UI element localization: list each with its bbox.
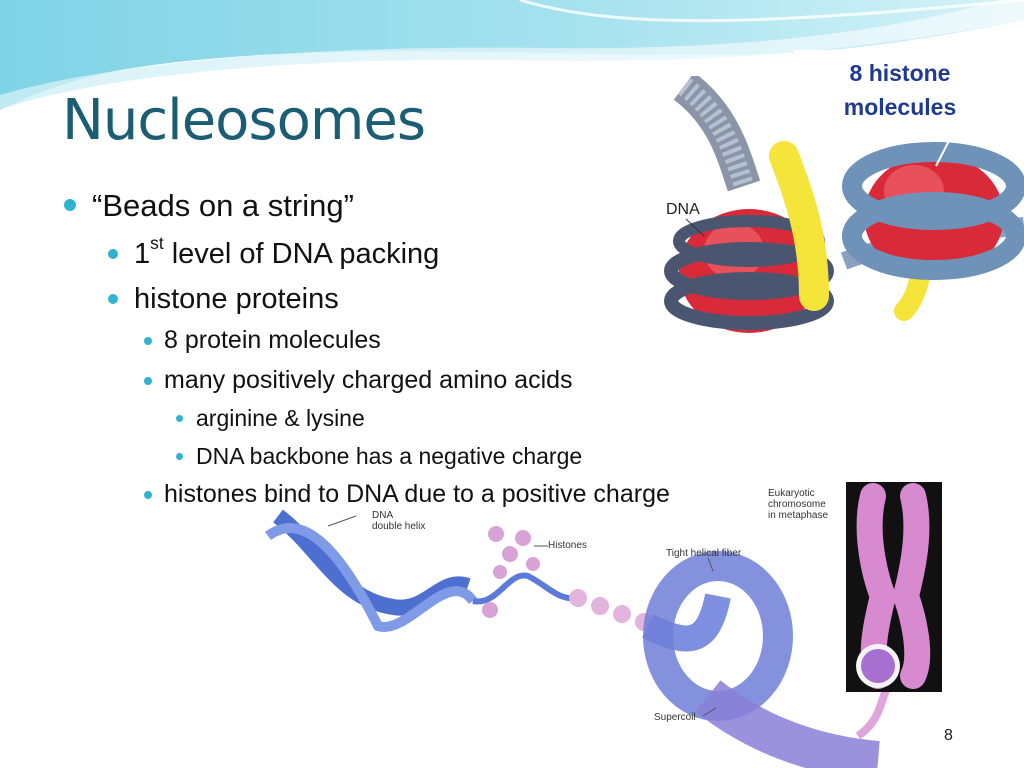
bullet-dot	[108, 294, 118, 304]
tight-fiber-label: Tight helical fiber	[666, 548, 742, 559]
bullet-item: arginine & lysine	[196, 405, 365, 431]
bullet-dot	[144, 377, 152, 385]
bullet-item: many positively charged amino acids	[164, 366, 573, 394]
dna-label: DNA	[666, 201, 700, 218]
bullet-dot	[64, 199, 76, 211]
histone-label: 8 histone molecules	[800, 56, 1000, 124]
histone-label-box	[794, 50, 1006, 128]
bullet-dot	[176, 453, 183, 460]
histone-label-line2: molecules	[843, 94, 957, 120]
bullet-item: “Beads on a string”	[92, 188, 354, 223]
histone-label-line1: 8 histone	[849, 60, 951, 86]
bullet-dot	[176, 415, 183, 422]
histones-label: Histones	[548, 540, 587, 551]
eukaryotic-label: Eukaryotic chromosome in metaphase	[768, 488, 829, 521]
bullet-dot	[144, 337, 152, 345]
dna-packing-figure: DNA double helix Histones Tight helical …	[238, 476, 948, 768]
header-wave-decoration	[0, 0, 1024, 113]
bullet-item: 8 protein molecules	[164, 326, 381, 354]
slide-title: Nucleosomes	[62, 88, 426, 153]
supercoil-label: Supercoil	[654, 712, 696, 723]
bullet-item: DNA backbone has a negative charge	[196, 443, 583, 469]
bullet-item: histones bind to DNA due to a positive c…	[164, 480, 670, 508]
dna-helix-label: DNA double helix	[372, 510, 426, 532]
bullet-dot	[108, 249, 118, 259]
bullet-item: histone proteins	[134, 283, 339, 315]
bullet-dot	[144, 491, 152, 499]
bullet-item: 1st level of DNA packing	[134, 232, 440, 270]
page-number: 8	[944, 727, 953, 744]
